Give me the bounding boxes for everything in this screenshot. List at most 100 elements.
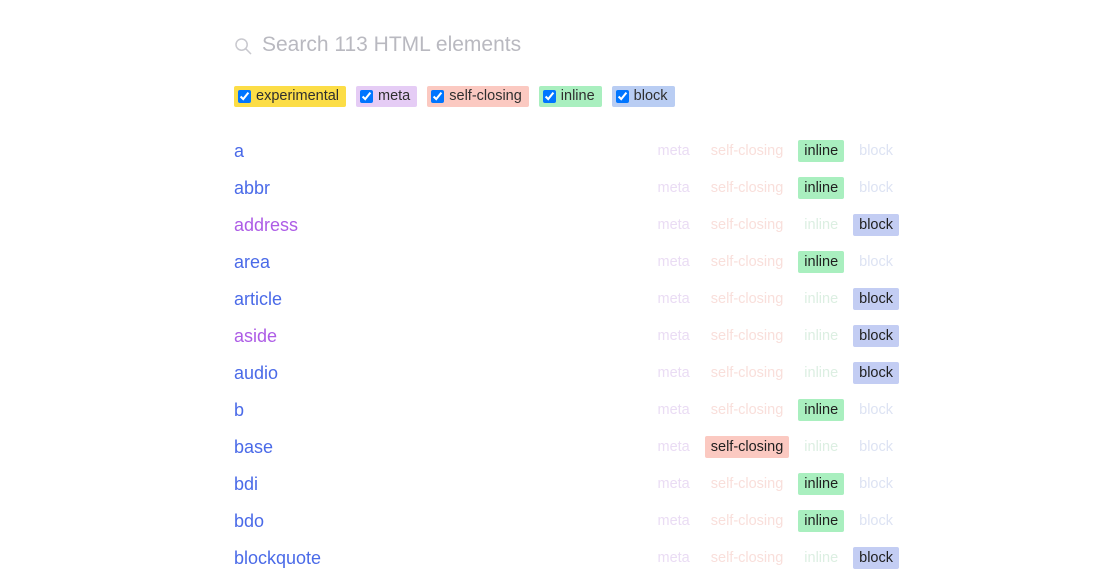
tag-inline-inactive[interactable]: inline bbox=[804, 327, 839, 344]
element-tag-group: meta self-closing inline block bbox=[652, 213, 899, 236]
element-tag-group: meta self-closing inline block bbox=[652, 509, 900, 532]
filter-checkbox-meta[interactable] bbox=[360, 90, 374, 103]
tag-block-inactive[interactable]: block bbox=[859, 475, 893, 492]
tag-meta-inactive[interactable]: meta bbox=[657, 253, 690, 270]
tag-self-closing-inactive[interactable]: self-closing bbox=[710, 475, 784, 492]
element-row: a meta self-closing inline block bbox=[234, 132, 899, 169]
tag-self-closing-inactive[interactable]: self-closing bbox=[710, 290, 784, 307]
element-link-blockquote[interactable]: blockquote bbox=[234, 547, 322, 568]
filter-chip-group: experimental meta self-closing inline bl… bbox=[234, 78, 899, 117]
element-link-bdo[interactable]: bdo bbox=[234, 510, 265, 531]
tag-meta-inactive[interactable]: meta bbox=[657, 179, 690, 196]
element-link-bdi[interactable]: bdi bbox=[234, 473, 259, 494]
element-row: blockquote meta self-closing inline block bbox=[234, 539, 899, 576]
tag-inline-active[interactable]: inline bbox=[798, 472, 845, 495]
tag-meta-inactive[interactable]: meta bbox=[657, 512, 690, 529]
element-tag-group: meta self-closing inline block bbox=[652, 398, 900, 421]
tag-meta-inactive[interactable]: meta bbox=[657, 142, 690, 159]
element-tag-group: meta self-closing inline block bbox=[652, 287, 899, 310]
tag-self-closing-inactive[interactable]: self-closing bbox=[710, 512, 784, 529]
element-link-address[interactable]: address bbox=[234, 214, 299, 235]
tag-self-closing-active[interactable]: self-closing bbox=[704, 435, 790, 458]
tag-self-closing-inactive[interactable]: self-closing bbox=[710, 327, 784, 344]
element-row: aside meta self-closing inline block bbox=[234, 317, 899, 354]
tag-self-closing-inactive[interactable]: self-closing bbox=[710, 179, 784, 196]
element-link-area[interactable]: area bbox=[234, 251, 271, 272]
tag-block-inactive[interactable]: block bbox=[859, 142, 893, 159]
tag-meta-inactive[interactable]: meta bbox=[657, 401, 690, 418]
tag-block-inactive[interactable]: block bbox=[859, 438, 893, 455]
tag-inline-active[interactable]: inline bbox=[798, 250, 845, 273]
tag-inline-inactive[interactable]: inline bbox=[804, 216, 839, 233]
tag-self-closing-inactive[interactable]: self-closing bbox=[710, 549, 784, 566]
tag-inline-active[interactable]: inline bbox=[798, 398, 845, 421]
tag-inline-active[interactable]: inline bbox=[798, 139, 845, 162]
tag-self-closing-inactive[interactable]: self-closing bbox=[710, 364, 784, 381]
element-link-aside[interactable]: aside bbox=[234, 325, 278, 346]
tag-block-active[interactable]: block bbox=[853, 546, 899, 569]
element-list: a meta self-closing inline block abbr meta self… bbox=[234, 132, 899, 576]
search-bar[interactable] bbox=[234, 0, 899, 78]
search-input[interactable] bbox=[262, 31, 882, 59]
element-tag-group: meta self-closing inline block bbox=[652, 176, 900, 199]
tag-block-inactive[interactable]: block bbox=[859, 179, 893, 196]
element-row: area meta self-closing inline block bbox=[234, 243, 899, 280]
filter-checkbox-experimental[interactable] bbox=[238, 90, 251, 103]
filter-checkbox-self-closing[interactable] bbox=[431, 90, 445, 103]
search-icon bbox=[235, 38, 252, 55]
element-row: bdo meta self-closing inline block bbox=[234, 502, 899, 539]
filter-chip-experimental[interactable]: experimental bbox=[234, 86, 347, 107]
filter-label-self-closing: self-closing bbox=[449, 88, 522, 104]
tag-inline-inactive[interactable]: inline bbox=[804, 290, 839, 307]
tag-meta-inactive[interactable]: meta bbox=[657, 549, 690, 566]
tag-meta-inactive[interactable]: meta bbox=[657, 290, 690, 307]
tag-inline-inactive[interactable]: inline bbox=[804, 438, 839, 455]
element-row: address meta self-closing inline block bbox=[234, 206, 899, 243]
filter-label-meta: meta bbox=[378, 88, 411, 104]
tag-block-active[interactable]: block bbox=[853, 287, 899, 310]
element-tag-group: meta self-closing inline block bbox=[652, 472, 900, 495]
filter-chip-self-closing[interactable]: self-closing bbox=[427, 86, 529, 107]
tag-inline-inactive[interactable]: inline bbox=[804, 549, 839, 566]
tag-block-active[interactable]: block bbox=[853, 213, 899, 236]
element-row: bdi meta self-closing inline block bbox=[234, 465, 899, 502]
tag-self-closing-inactive[interactable]: self-closing bbox=[710, 253, 784, 270]
tag-meta-inactive[interactable]: meta bbox=[657, 364, 690, 381]
filter-chip-block[interactable]: block bbox=[611, 86, 675, 107]
tag-meta-inactive[interactable]: meta bbox=[657, 438, 690, 455]
tag-block-inactive[interactable]: block bbox=[859, 512, 893, 529]
element-link-base[interactable]: base bbox=[234, 436, 274, 457]
filter-chip-meta[interactable]: meta bbox=[356, 86, 418, 107]
element-row: base meta self-closing inline block bbox=[234, 428, 899, 465]
tag-inline-inactive[interactable]: inline bbox=[804, 364, 839, 381]
tag-inline-active[interactable]: inline bbox=[798, 509, 845, 532]
element-tag-group: meta self-closing inline block bbox=[652, 250, 900, 273]
tag-block-inactive[interactable]: block bbox=[859, 253, 893, 270]
filter-chip-inline[interactable]: inline bbox=[538, 86, 602, 107]
tag-block-active[interactable]: block bbox=[853, 324, 899, 347]
filter-checkbox-inline[interactable] bbox=[542, 90, 556, 103]
element-row: abbr meta self-closing inline block bbox=[234, 169, 899, 206]
tag-meta-inactive[interactable]: meta bbox=[657, 216, 690, 233]
element-link-abbr[interactable]: abbr bbox=[234, 177, 271, 198]
filter-label-inline: inline bbox=[560, 88, 595, 104]
element-tag-group: meta self-closing inline block bbox=[652, 139, 900, 162]
element-link-b[interactable]: b bbox=[234, 399, 245, 420]
tag-meta-inactive[interactable]: meta bbox=[657, 475, 690, 492]
element-row: article meta self-closing inline block bbox=[234, 280, 899, 317]
tag-self-closing-inactive[interactable]: self-closing bbox=[710, 142, 784, 159]
tag-block-active[interactable]: block bbox=[853, 361, 899, 384]
element-row: audio meta self-closing inline block bbox=[234, 354, 899, 391]
element-tag-group: meta self-closing inline block bbox=[652, 435, 900, 458]
tag-block-inactive[interactable]: block bbox=[859, 401, 893, 418]
element-link-a[interactable]: a bbox=[234, 140, 245, 161]
filter-label-experimental: experimental bbox=[256, 88, 340, 104]
element-link-audio[interactable]: audio bbox=[234, 362, 279, 383]
element-link-article[interactable]: article bbox=[234, 288, 283, 309]
content-column: experimental meta self-closing inline bl… bbox=[234, 0, 899, 576]
tag-self-closing-inactive[interactable]: self-closing bbox=[710, 216, 784, 233]
tag-inline-active[interactable]: inline bbox=[798, 176, 845, 199]
tag-meta-inactive[interactable]: meta bbox=[657, 327, 690, 344]
tag-self-closing-inactive[interactable]: self-closing bbox=[710, 401, 784, 418]
filter-checkbox-block[interactable] bbox=[615, 90, 629, 103]
